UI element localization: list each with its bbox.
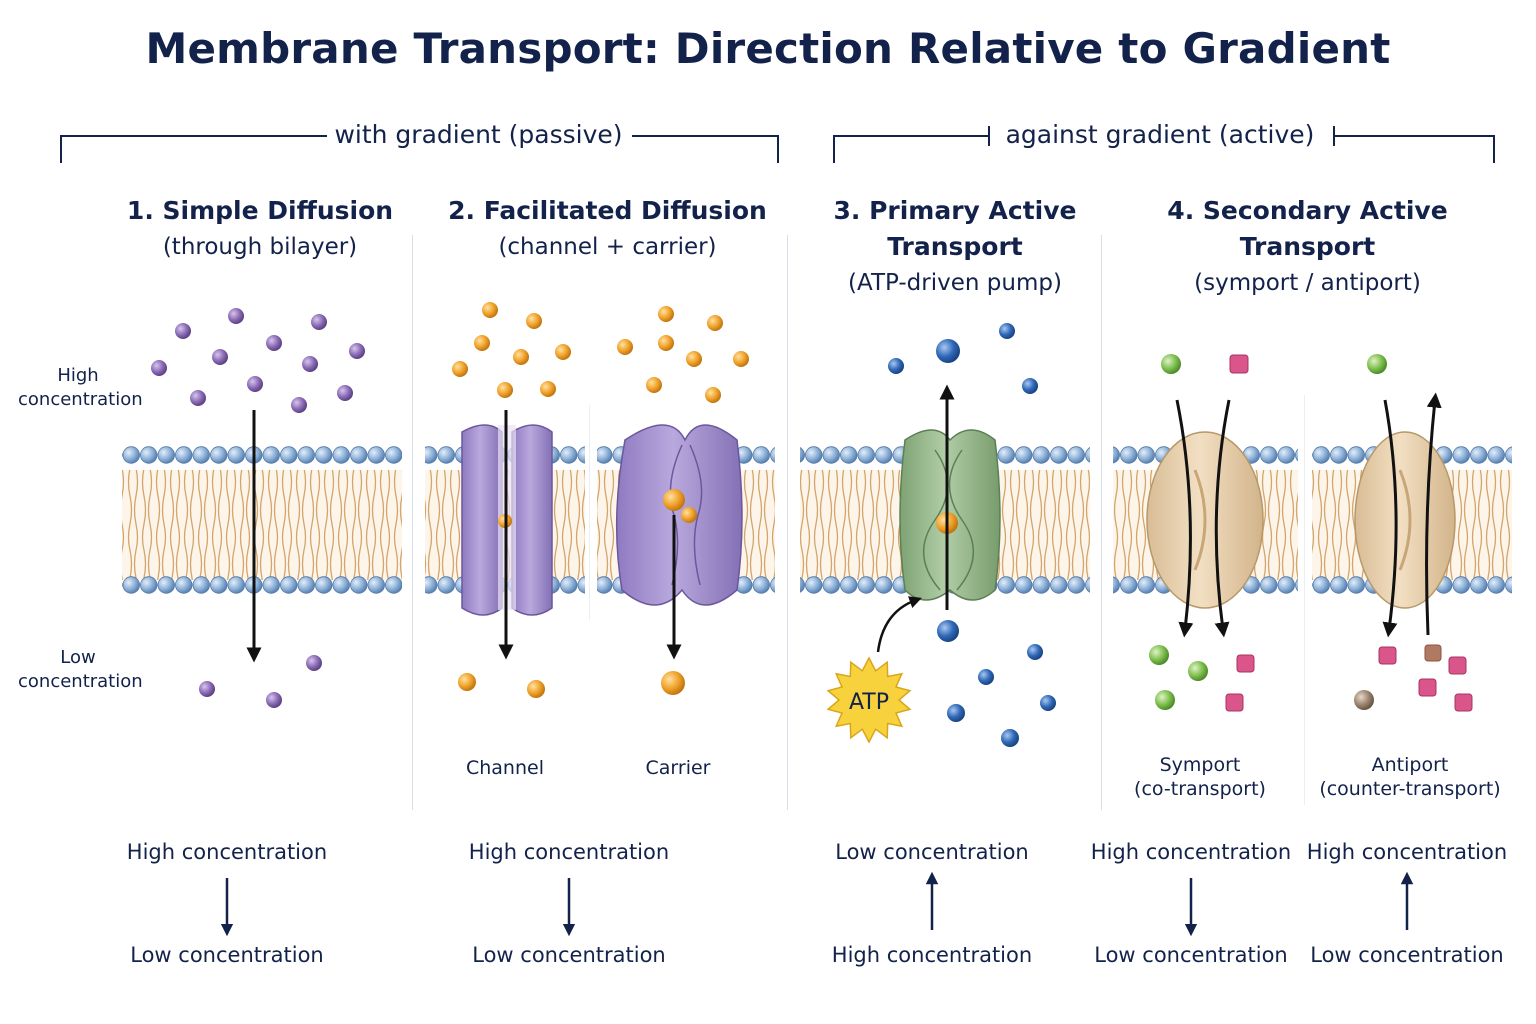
symport-label-line: Symport (1159, 754, 1241, 776)
symport-label-line: (co-transport) (1134, 778, 1266, 800)
bottom-bottom-label: Low concentration (1310, 943, 1504, 967)
bottom-bottom-label: High concentration (831, 943, 1033, 967)
column-divider (1304, 395, 1305, 805)
column-subtitle: (channel + carrier) (498, 234, 717, 260)
active-bracket-tick-left (988, 126, 990, 146)
active-bracket-left (833, 135, 990, 163)
passive-group-label: with gradient (passive) (334, 120, 623, 149)
atp-energy-arrow (876, 596, 922, 653)
high-concentration-side-label: High concentration (18, 364, 143, 412)
column-title: 2. Facilitated Diffusion (448, 196, 767, 225)
column-divider (1101, 235, 1102, 810)
column-divider (589, 405, 590, 620)
symporter-protein (1146, 431, 1264, 609)
active-bracket-tick-right (1333, 126, 1335, 146)
symport-arrow-green (1175, 399, 1194, 638)
membrane-bilayer (122, 446, 402, 598)
column-subtitle: (symport / antiport) (1194, 270, 1421, 296)
column-divider (787, 235, 788, 810)
active-group-label: against gradient (active) (1005, 120, 1315, 149)
side-label-line: concentration (18, 671, 143, 692)
antiport-arrow-down (1382, 399, 1398, 638)
column-facilitated-diffusion-header: 2. Facilitated Diffusion (channel + carr… (430, 193, 785, 265)
column-title: 1. Simple Diffusion (126, 196, 394, 225)
bottom-bottom-label: Low concentration (472, 943, 666, 967)
bottom-bottom-label: Low concentration (1094, 943, 1288, 967)
atp-icon: ATP (826, 656, 912, 744)
column-divider (412, 235, 413, 810)
bottom-top-label: High concentration (126, 840, 328, 864)
column-title: 3. Primary Active Transport (833, 196, 1077, 261)
passive-bracket-right (632, 135, 779, 163)
antiport-label-line: Antiport (1371, 754, 1449, 776)
symport-label: Symport (co-transport) (1120, 753, 1280, 801)
antiport-arrow-up (1425, 392, 1442, 636)
antiporter-protein (1354, 431, 1456, 609)
low-concentration-side-label: Low concentration (18, 646, 143, 694)
antiport-molecules (1354, 354, 1473, 712)
antiport-label-line: (counter-transport) (1319, 778, 1501, 800)
column-subtitle: (ATP-driven pump) (848, 270, 1062, 296)
bottom-bottom-label: Low concentration (130, 943, 324, 967)
symport-molecules (1149, 354, 1255, 712)
bottom-top-label: High concentration (1090, 840, 1292, 864)
column-primary-active-header: 3. Primary Active Transport (ATP-driven … (790, 193, 1120, 301)
symport-arrow-pink (1214, 399, 1231, 638)
column-title: 4. Secondary Active Transport (1167, 196, 1448, 261)
carrier-label: Carrier (645, 757, 711, 779)
passive-bracket-left (60, 135, 327, 163)
side-label-line: concentration (18, 389, 143, 410)
orange-molecules (452, 302, 749, 698)
channel-label: Channel (465, 757, 544, 779)
blue-molecules (888, 323, 1056, 747)
purple-molecules (151, 308, 365, 708)
bottom-top-label: Low concentration (835, 840, 1029, 864)
side-label-line: High (57, 365, 99, 386)
carrier-protein (615, 424, 743, 606)
active-bracket-right (1333, 135, 1495, 163)
column-secondary-active-header: 4. Secondary Active Transport (symport /… (1115, 193, 1500, 301)
page-title: Membrane Transport: Direction Relative t… (145, 24, 1391, 73)
bottom-top-label: High concentration (468, 840, 670, 864)
column-simple-diffusion-header: 1. Simple Diffusion (through bilayer) (90, 193, 430, 265)
antiport-label: Antiport (counter-transport) (1315, 753, 1505, 801)
side-label-line: Low (60, 647, 96, 668)
bottom-top-label: High concentration (1306, 840, 1508, 864)
column-subtitle: (through bilayer) (162, 234, 358, 260)
atp-label: ATP (849, 690, 889, 715)
